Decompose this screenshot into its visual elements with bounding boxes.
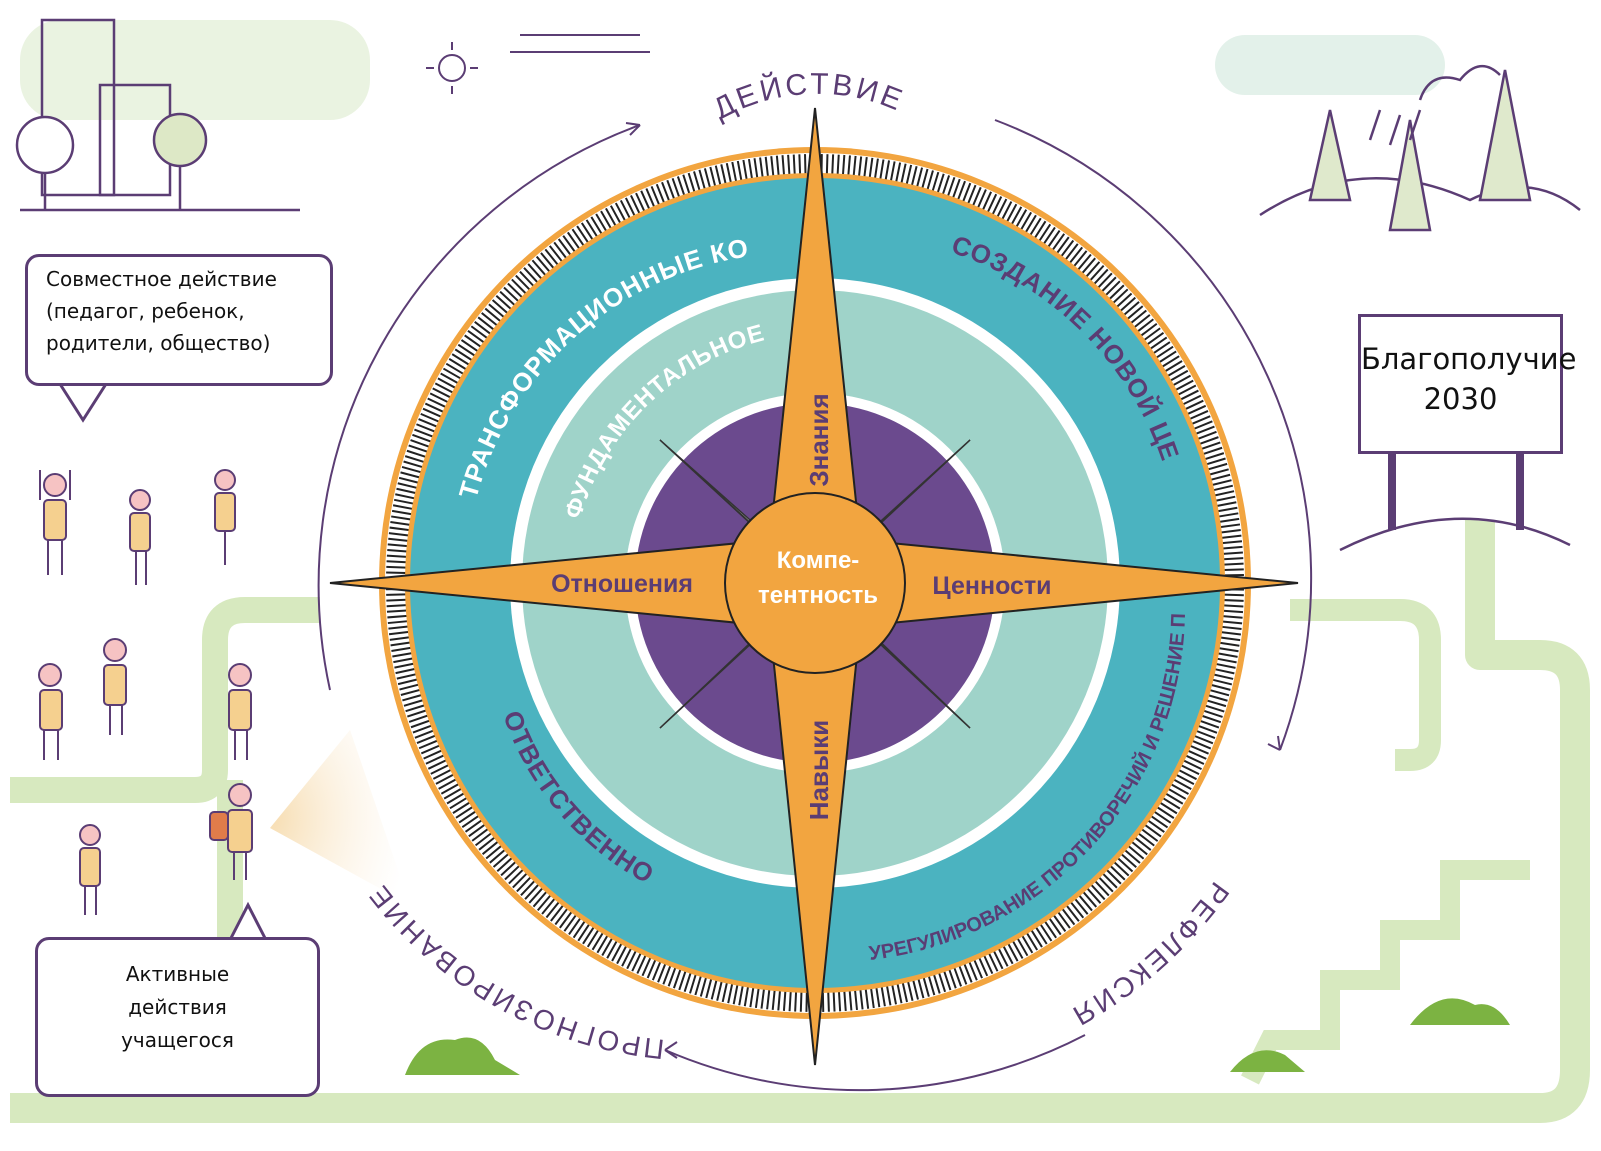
label-attitudes: Отношения	[551, 570, 693, 598]
green-path	[1290, 599, 1441, 771]
green-path	[10, 520, 1590, 1123]
cycle-arrows	[317, 119, 1313, 1092]
co-agency-bubble: Совместное действие (педагог, ребенок, р…	[25, 254, 333, 386]
cycle-label-action: ДЕЙСТВИЕ	[708, 68, 909, 126]
student-icon	[209, 783, 253, 880]
city-buildings	[15, 18, 300, 212]
sign-line2: 2030	[1423, 382, 1498, 416]
flashlight-beam	[270, 730, 410, 905]
cloud-shape	[20, 20, 370, 120]
sign-post	[1388, 454, 1524, 530]
sign-line1: Благополучие	[1361, 342, 1577, 376]
person-icon	[103, 638, 127, 735]
person-icon	[39, 470, 71, 575]
center-circle	[724, 492, 906, 674]
hills-forest	[1259, 65, 1581, 232]
student-agency-line: Активные	[125, 962, 230, 986]
bubble-tail	[228, 901, 268, 941]
bubble-tail	[58, 383, 108, 423]
person-icon	[129, 489, 151, 585]
center-label-line2: тентность	[758, 582, 878, 609]
wellbeing-sign: Благополучие 2030	[1358, 314, 1577, 454]
person-icon	[214, 469, 236, 565]
green-path	[1241, 860, 1530, 1085]
student-agency-line: учащегося	[121, 1028, 234, 1052]
student-agency-bubble: Активные действия учащегося	[35, 937, 320, 1097]
label-values: Ценности	[932, 572, 1051, 600]
cloud-shape	[1215, 35, 1445, 95]
sun-icon	[426, 34, 650, 94]
center-label-line1: Компе-	[777, 547, 860, 574]
sign-hill	[1339, 517, 1571, 552]
student-agency-line: действия	[128, 995, 227, 1019]
bush-icon	[405, 998, 1510, 1075]
co-agency-line: родители, общество)	[46, 331, 271, 355]
green-path	[10, 597, 320, 803]
label-skills: Навыки	[804, 720, 834, 820]
people-group	[38, 469, 253, 915]
person-icon	[228, 663, 252, 760]
background-scenery	[10, 18, 1590, 1123]
person-icon	[79, 824, 101, 915]
co-agency-line: (педагог, ребенок,	[46, 299, 245, 323]
co-agency-line: Совместное действие	[46, 267, 277, 291]
label-knowledge: Знания	[804, 393, 834, 486]
person-icon	[38, 663, 63, 760]
